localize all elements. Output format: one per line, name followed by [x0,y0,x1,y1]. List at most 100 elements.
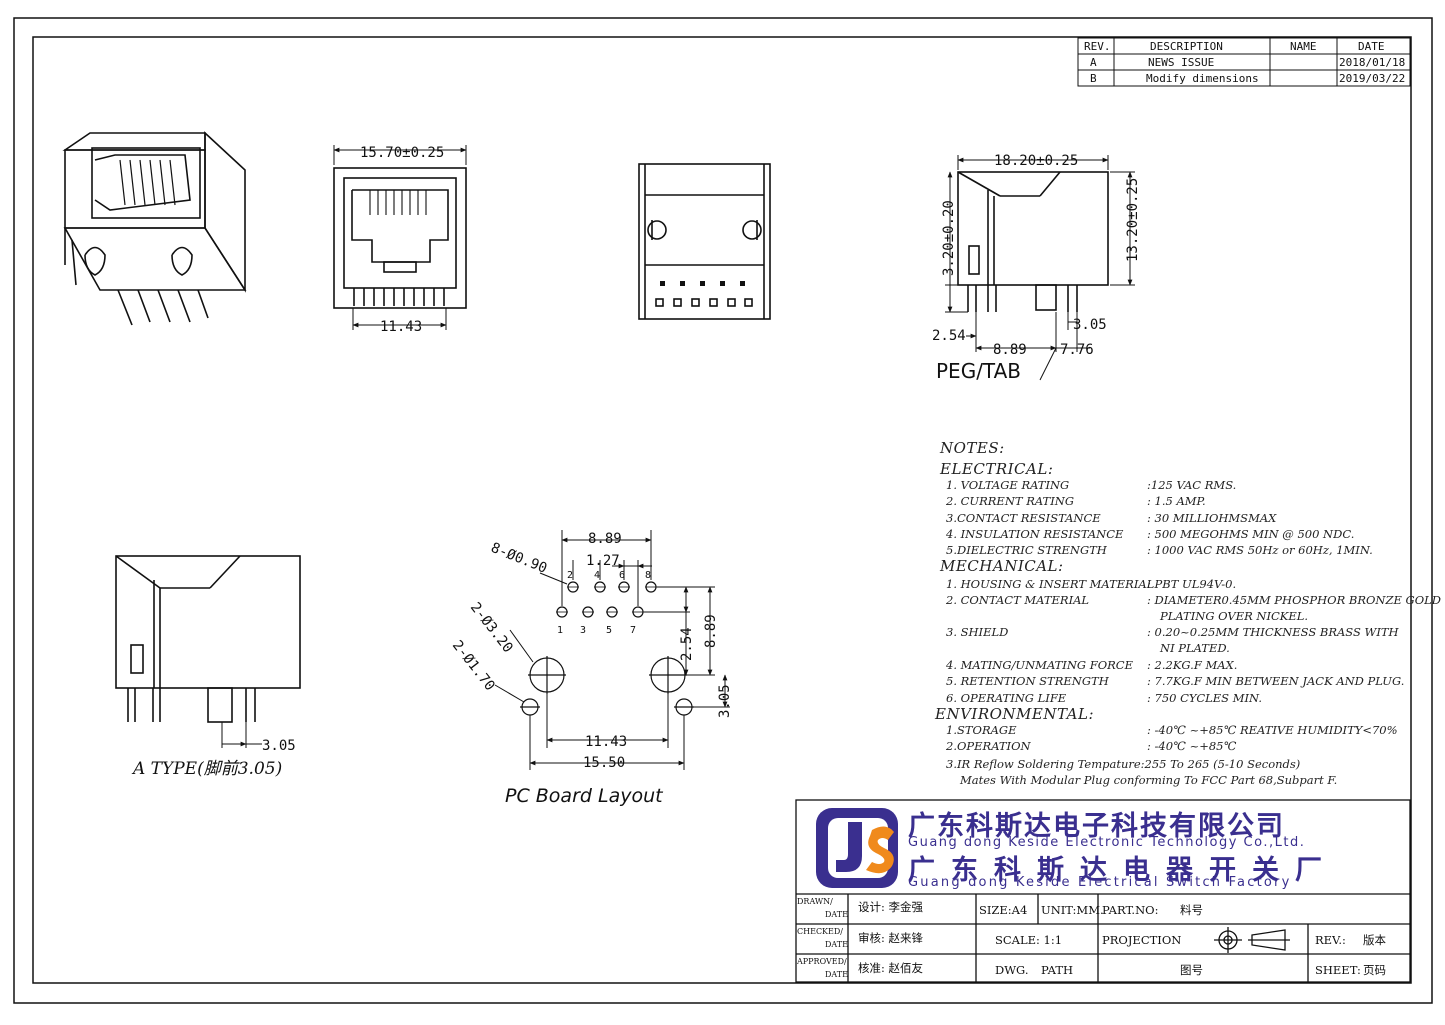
side-small-height-dim: 3.20±0.20 [941,200,957,276]
inner-border [32,36,1412,984]
pcb-pin-8: 8 [645,570,651,581]
note-m3-label: 3. SHIELD [946,625,1009,639]
note-m1-value: : PBT UL94V-0. [1147,577,1237,591]
pcb-pin-6: 6 [619,570,625,581]
note-env2-label: 2.OPERATION [946,739,1031,753]
notes-electrical-title: ELECTRICAL: [940,460,1054,478]
pcb-hole-large: 2-Ø3.20 [467,600,516,656]
part-no-label: PART.NO: [1102,903,1159,917]
note-reflow-1: 3.IR Reflow Soldering Tempature:255 To 2… [946,757,1301,771]
pcb-dim-889v: 8.89 [703,614,719,648]
scale-field: SCALE: 1:1 [995,933,1063,947]
note-m4-value: : 2.2KG.F MAX. [1147,658,1238,672]
note-m3-value: : 0.20~0.25MM THICKNESS BRASS WITH [1147,625,1399,639]
front-view-dims [333,145,467,330]
note-env2-value: : -40℃ ~+85℃ [1147,739,1237,753]
side-view [957,171,1109,312]
front-view [333,167,467,309]
pcb-dim-1550: 15.50 [583,755,625,771]
a-type-dim: 3.05 [262,738,296,754]
outer-border [13,17,1433,1004]
company-cn-name-1: 广东科斯达电子科技有限公司 [908,811,1285,842]
front-pin-dim: 11.43 [380,319,422,335]
approver-field: 核准: 赵佰友 [858,961,924,975]
note-m3-value-cont: NI PLATED. [1160,641,1230,655]
pcb-dims [494,530,730,770]
rev-header-date: DATE [1358,40,1385,53]
note-m6-value: : 750 CYCLES MIN. [1147,691,1262,705]
sheet-label: SHEET: [1315,963,1361,977]
note-m5-label: 5. RETENTION STRENGTH [946,674,1109,688]
pcb-pin-1: 1 [557,625,563,636]
note-m5-value: : 7.7KG.F MIN BETWEEN JACK AND PLUG. [1147,674,1405,688]
rev-b-id: B [1090,72,1097,85]
note-env1-value: : -40℃ ~+85℃ REATIVE HUMIDITY<70% [1147,723,1398,737]
path-label: PATH [1041,963,1074,977]
company-cn-name-2: 广东科斯达电器开关厂 [908,855,1338,886]
pcb-hole-small: 8-Ø0.90 [489,540,550,577]
pcb-pin-2: 2 [567,570,573,581]
projection-symbol-icon [1214,927,1290,953]
notes-title: NOTES: [940,439,1005,457]
company-en-name-1: Guang dong Keside Electronic Technology … [908,835,1306,850]
company-logo [816,808,898,888]
pcb-dim-pitch: 1.27 [586,553,620,569]
side-length-dim: 18.20±0.25 [994,153,1078,169]
side-view-dims [945,155,1135,381]
note-e4-value: : 500 MEGOHMS MIN @ 500 NDC. [1147,527,1355,541]
rev-b-description: Modify dimensions [1146,72,1259,85]
rev-a-description: NEWS ISSUE [1148,56,1215,69]
pcb-hole-peg: 2-Ø1.70 [449,638,498,694]
drawn-date-label: DATE [825,910,848,919]
rear-view [638,163,771,320]
revision-table-grid [1077,37,1411,87]
note-m6-label: 6. OPERATING LIFE [946,691,1067,705]
approved-date-label: DATE [825,970,848,979]
note-env1-label: 1.STORAGE [946,723,1017,737]
designer-field: 设计: 李金强 [858,900,924,914]
drawn-label: DRAWN/ [797,897,833,906]
pcb-dim-1143: 11.43 [585,734,627,750]
note-e2-value: : 1.5 AMP. [1147,494,1206,508]
title-block-frame [795,799,1411,983]
unit-field: UNIT:MM. [1041,903,1104,917]
side-pin-span-b: 7.76 [1060,342,1094,358]
projection-label: PROJECTION [1102,933,1182,947]
note-reflow-2: Mates With Modular Plug conforming To FC… [960,773,1338,787]
pcb-dim-254: 2.54 [679,627,695,661]
rev-a-date: 2018/01/18 [1339,56,1406,69]
size-field: SIZE:A4 [979,903,1028,917]
rev-header-name: NAME [1290,40,1317,53]
sheet-value: 页码 [1363,963,1386,977]
side-pin-span-a: 8.89 [993,342,1027,358]
note-e1-value: :125 VAC RMS. [1147,478,1237,492]
front-width-dim: 15.70±0.25 [360,145,444,161]
side-pin-left-dim: 2.54 [932,328,966,344]
note-m2-label: 2. CONTACT MATERIAL [946,593,1090,607]
note-m2-value-cont: PLATING OVER NICKEL. [1160,609,1309,623]
note-e1-label: 1. VOLTAGE RATING [946,478,1070,492]
a-type-dims [221,722,262,748]
note-e5-label: 5.DIELECTRIC STRENGTH [946,543,1107,557]
pcb-pin-5: 5 [606,625,612,636]
pcb-dim-305: 3.05 [717,684,733,718]
note-e5-value: : 1000 VAC RMS 50Hz or 60Hz, 1MIN. [1147,543,1373,557]
company-en-name-2: Guang dong Keside Electrical Switch Fact… [908,875,1292,890]
rev-b-date: 2019/03/22 [1339,72,1406,85]
pcb-pin-4: 4 [594,570,600,581]
rev-label: REV.: [1315,933,1346,947]
checked-date-label: DATE [825,940,848,949]
a-type-view [115,555,301,723]
pcb-title: PC Board Layout [505,785,664,807]
isometric-view [62,131,247,326]
pcb-dim-top: 8.89 [588,531,622,547]
rev-header-description: DESCRIPTION [1150,40,1223,53]
note-m4-label: 4. MATING/UNMATING FORCE [946,658,1133,672]
notes-environmental-title: ENVIRONMENTAL: [935,705,1095,723]
dwg-label: DWG. [995,963,1029,977]
note-m2-value: : DIAMETER0.45MM PHOSPHOR BRONZE GOLD [1147,593,1441,607]
side-height-dim: 13.20±0.25 [1125,178,1141,262]
note-e4-label: 4. INSULATION RESISTANCE [946,527,1124,541]
